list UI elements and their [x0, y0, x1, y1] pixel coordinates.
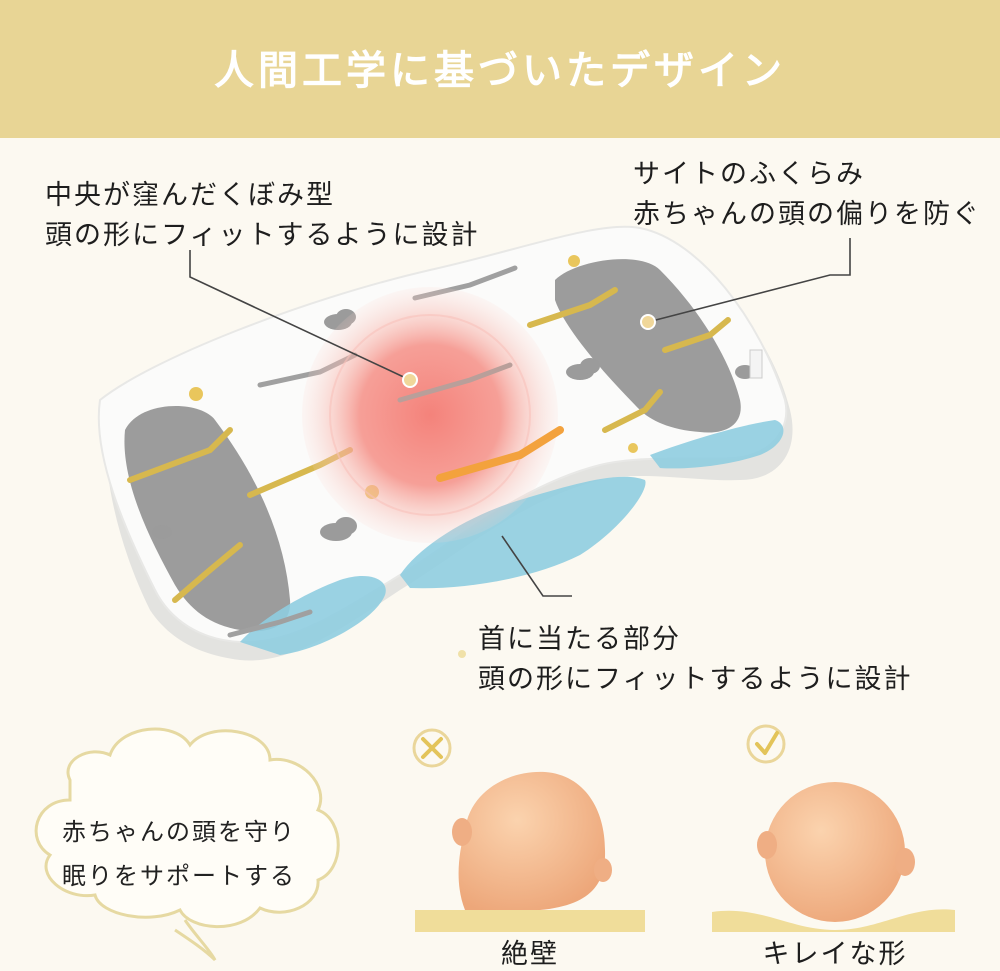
center-callout-line1: 中央が窪んだくぼみ型: [45, 180, 335, 211]
round-head-illustration: [712, 782, 955, 932]
header-banner: 人間工学に基づいたデザイン: [0, 0, 1000, 138]
neck-band-left: [240, 575, 386, 655]
cloud-message: 赤ちゃんの頭を守り 眠りをサポートする: [62, 810, 296, 898]
highlight-giraffe-gray: [397, 362, 513, 403]
left-side-band: [124, 406, 291, 632]
center-callout: 中央が窪んだくぼみ型 頭の形にフィットするように設計: [45, 176, 479, 256]
center-highlight-ring: [329, 314, 531, 516]
neck-callout: 首に当たる部分 頭の形にフィットするように設計: [478, 620, 912, 700]
thought-cloud: [34, 727, 340, 929]
good-shape-caption: キレイな形: [762, 939, 908, 970]
thought-cloud-tail: [174, 919, 217, 962]
highlight-giraffe: [436, 426, 564, 482]
cloud-line2: 眠りをサポートする: [62, 862, 296, 890]
side-callout: サイトのふくらみ 赤ちゃんの頭の偏りを防ぐ: [633, 155, 981, 235]
cross-icon: [412, 728, 452, 768]
banner-title: 人間工学に基づいたデザイン: [214, 48, 786, 94]
leader-lines: [189, 238, 851, 597]
center-highlight: [302, 287, 558, 543]
leader-dots: [402, 314, 656, 388]
bad-shape-caption: 絶壁: [501, 939, 559, 970]
pillow-tag: [749, 349, 763, 379]
cloud-line1: 赤ちゃんの頭を守り: [62, 818, 296, 846]
right-side-band: [555, 259, 741, 433]
side-callout-line1: サイトのふくらみ: [633, 159, 865, 190]
neck-dot: [458, 650, 466, 658]
neck-band: [400, 476, 646, 589]
neck-band-right: [650, 420, 784, 469]
neck-callout-line1: 首に当たる部分: [478, 624, 681, 655]
neck-callout-line2: 頭の形にフィットするように設計: [478, 664, 913, 695]
flat-head-illustration: [415, 771, 645, 932]
center-callout-line2: 頭の形にフィットするように設計: [45, 220, 480, 251]
side-callout-line2: 赤ちゃんの頭の偏りを防ぐ: [633, 199, 981, 230]
check-icon: [746, 724, 786, 764]
